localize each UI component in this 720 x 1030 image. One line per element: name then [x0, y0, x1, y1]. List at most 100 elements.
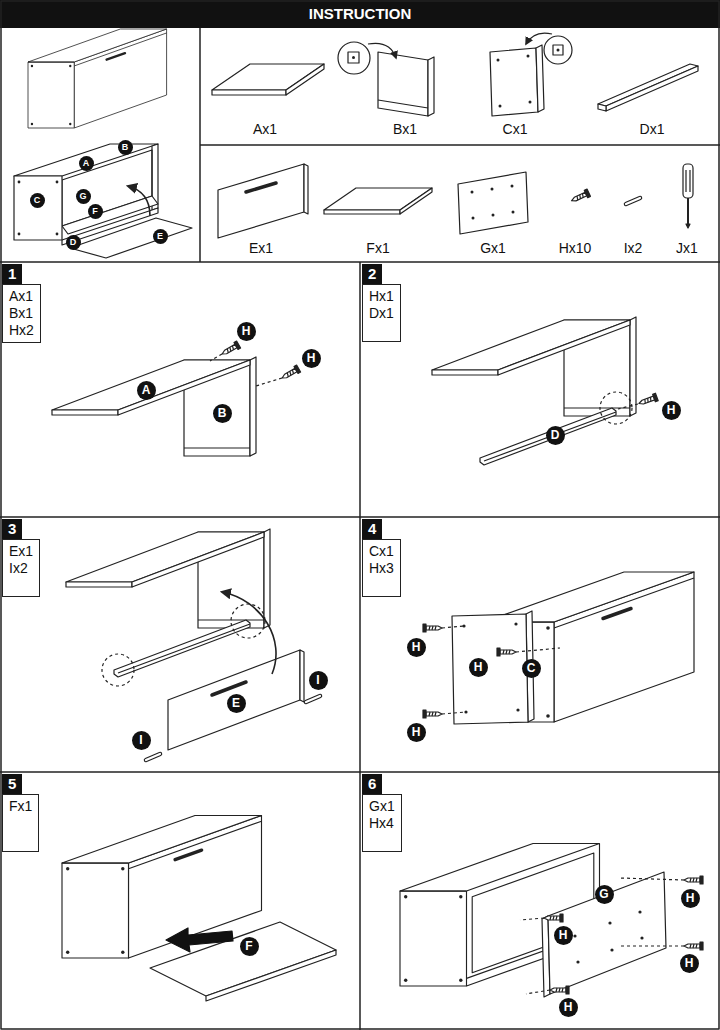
callout-letter: I: [132, 731, 151, 750]
part-callout: E: [227, 694, 246, 713]
part-g-panel: [512, 211, 515, 214]
leader-dash: [256, 378, 282, 386]
part-a-board: [212, 90, 286, 95]
instruction-art: [220, 341, 240, 357]
instruction-art: [550, 986, 569, 994]
callout-letter: H: [559, 998, 578, 1017]
part-callout: A: [137, 381, 156, 400]
leader-dash: [620, 945, 684, 946]
callout-letter: H: [237, 322, 256, 341]
callout-letter: E: [227, 694, 246, 713]
part-name: Ax1: [253, 121, 277, 137]
part-c-panel: [514, 622, 517, 625]
step-number: 1: [2, 264, 22, 284]
part-d-rail: [598, 104, 606, 111]
callout-letter: C: [522, 659, 541, 678]
part-name: Ix2: [624, 240, 643, 256]
part-callout: F: [88, 204, 103, 219]
detail-circle: [102, 654, 134, 686]
part-g-panel: [458, 172, 528, 234]
instruction-art: [480, 408, 616, 465]
part-name: Hx10: [559, 240, 592, 256]
instruction-art: [52, 357, 256, 456]
panel-frame: [0, 516, 720, 518]
callout-letter: H: [302, 349, 321, 368]
leader-dash: [516, 648, 560, 652]
part-b-panel: [428, 57, 434, 116]
step-number: 4: [362, 519, 382, 539]
instruction-art: [423, 710, 442, 718]
instruction-art: [570, 189, 591, 204]
exploded-figure: [18, 233, 21, 236]
part-g-panel: [471, 191, 474, 194]
part-callout: H: [680, 954, 699, 973]
part-callout: C: [30, 193, 45, 208]
parts-list: Ax1 Bx1 Hx2: [2, 284, 41, 343]
part-a-board: [286, 64, 324, 95]
part-callout: G: [595, 885, 614, 904]
part-e-drawer-front: [304, 164, 308, 214]
part-callout: D: [546, 426, 565, 445]
parts-list: Ex1 Ix2: [2, 539, 40, 597]
part-b-panel: [352, 56, 355, 59]
instruction-art: [497, 648, 516, 656]
leader-dash: [520, 918, 544, 920]
part-callout: I: [309, 671, 328, 690]
part-c-panel: [516, 708, 519, 711]
part-name: Fx1: [366, 240, 389, 256]
part-c-panel: [527, 55, 530, 58]
step-number-text: 2: [368, 264, 376, 284]
leader-dash: [210, 354, 282, 386]
part-g-panel: [548, 872, 666, 994]
part-callout: E: [153, 229, 168, 244]
step-number-text: 3: [8, 519, 16, 539]
part-g-panel: [573, 934, 576, 937]
step-number: 6: [362, 774, 382, 794]
part-c-panel: [557, 49, 560, 52]
part-f-board: [324, 210, 400, 214]
part-c-panel: [497, 59, 500, 62]
part-name: Dx1: [640, 121, 665, 137]
instruction-art: [684, 876, 703, 884]
part-callout: D: [66, 235, 81, 250]
part-name: Bx1: [393, 121, 417, 137]
part-callout: H: [469, 658, 488, 677]
drawer-front-panel: [168, 650, 304, 750]
part-callout: B: [118, 140, 133, 155]
screwdriver-icon: [687, 198, 689, 224]
instruction-art: [146, 754, 160, 760]
part-e-drawer-front: [246, 183, 276, 192]
leader-dash: [526, 990, 550, 994]
instruction-art: [544, 914, 563, 922]
part-g-panel: [492, 214, 495, 217]
instruction-art: [423, 624, 442, 632]
part-a-board: [212, 64, 324, 95]
callout-letter: G: [76, 189, 91, 204]
exploded-figure: [128, 186, 150, 216]
step-number-text: 5: [8, 774, 16, 794]
part-c-panel: [553, 45, 563, 55]
leader-dash: [620, 878, 684, 880]
leader-dash: [210, 354, 222, 361]
part-c-panel: [529, 101, 532, 104]
instruction-art: [684, 942, 703, 950]
step-number-text: 4: [368, 519, 376, 539]
drawer-front-panel: [168, 650, 300, 750]
instruction-art: [638, 393, 659, 407]
part-callout: H: [302, 349, 321, 368]
drawer-front-panel: [300, 650, 304, 702]
callout-letter: H: [407, 638, 426, 657]
part-g-panel: [511, 185, 514, 188]
part-b-panel: [338, 42, 370, 74]
exploded-figure: [18, 181, 21, 184]
callout-letter: A: [79, 156, 94, 171]
parts-list-text: Ax1 Bx1 Hx2: [9, 288, 34, 339]
callout-letter: H: [680, 954, 699, 973]
screwdriver-icon: [689, 170, 690, 192]
parts-list-text: Fx1: [9, 798, 32, 815]
callout-letter: A: [137, 381, 156, 400]
parts-list-text: Hx1 Dx1: [369, 288, 394, 322]
step-number-text: 6: [368, 774, 376, 794]
part-e-drawer-front: [218, 164, 304, 238]
